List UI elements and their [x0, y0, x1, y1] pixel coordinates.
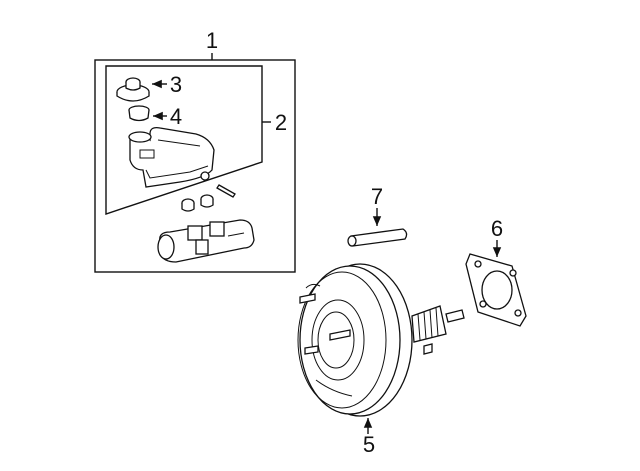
callout-label-3: 3 — [170, 72, 182, 97]
callout-4: 4 — [170, 104, 182, 129]
reservoir-cap — [116, 77, 167, 102]
callout-2: 2 — [275, 110, 287, 135]
callout-label-5: 5 — [363, 432, 375, 457]
callout-5: 5 — [363, 432, 375, 457]
reservoir-strainer — [128, 105, 167, 122]
master-cylinder-body — [157, 219, 255, 263]
brake-booster — [297, 263, 465, 434]
callout-3: 3 — [170, 72, 182, 97]
assembly-box-1 — [94, 53, 296, 273]
booster-gasket — [465, 240, 527, 327]
reservoir-tank — [128, 126, 215, 188]
vacuum-hose — [347, 208, 408, 247]
callout-label-1: 1 — [206, 28, 218, 53]
callout-label-6: 6 — [491, 216, 503, 241]
callout-label-4: 4 — [170, 104, 182, 129]
callout-6: 6 — [491, 216, 503, 241]
callout-label-2: 2 — [275, 110, 287, 135]
reservoir-box-2 — [105, 65, 271, 215]
grommets — [181, 194, 214, 212]
callout-7: 7 — [371, 184, 383, 209]
callout-label-7: 7 — [371, 184, 383, 209]
callout-1: 1 — [206, 28, 218, 53]
retaining-pin — [216, 184, 236, 198]
